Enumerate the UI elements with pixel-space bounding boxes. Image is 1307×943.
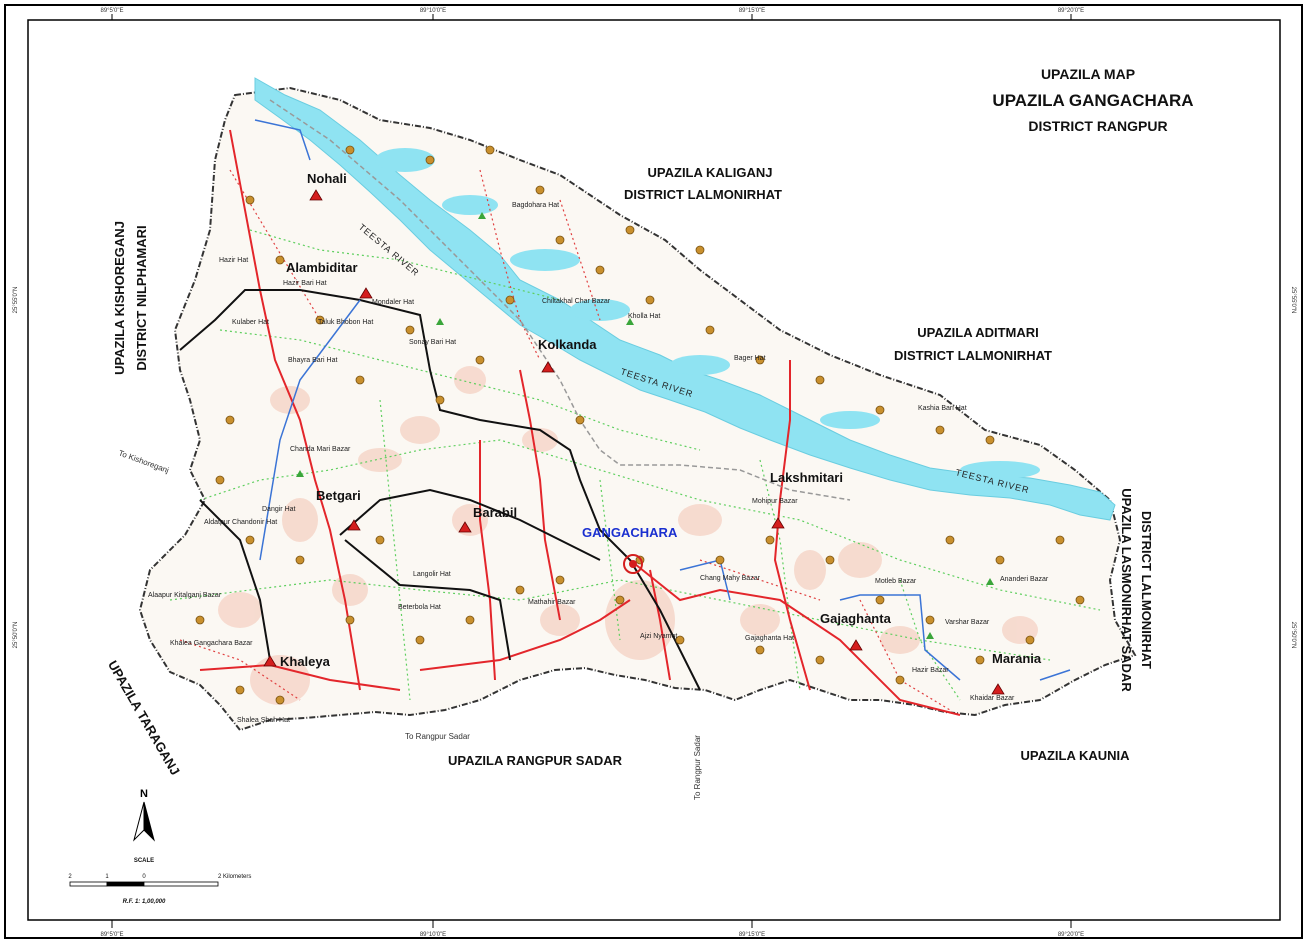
scale-title: SCALE <box>134 858 154 864</box>
rural-roads <box>169 229 1101 701</box>
market-label: Hazir Bazar <box>912 667 949 674</box>
union-lakshmitari: Lakshmitari <box>770 470 843 485</box>
grid-lat-right-1: 25°55'0"N <box>1290 287 1296 314</box>
market-label: Mohipur Bazar <box>752 498 798 505</box>
scale-tick-end: 2 Kilometers <box>218 874 251 880</box>
adj-aditmari-line1: UPAZILA ADITMARI <box>917 325 1039 340</box>
map-title-line1: UPAZILA MAP <box>1041 66 1135 82</box>
grid-lat-left-2: 25°50'0"N <box>13 622 19 649</box>
upazila-hq-gangachara: GANGACHARA <box>582 525 678 540</box>
market-label: Dangir Hat <box>262 506 296 513</box>
union-barabil: Barabil <box>473 505 517 520</box>
highways <box>179 289 701 691</box>
market-label: Motleb Bazar <box>875 578 917 585</box>
union-nohali: Nohali <box>307 171 347 186</box>
market-label: Bhayra Bari Hat <box>288 357 337 364</box>
union-kolkanda: Kolkanda <box>538 337 597 352</box>
adj-lalmonirhat-line1: UPAZILA LASMONIRHAT SADAR <box>1119 488 1134 692</box>
market-label: Ajzi Nyamot <box>640 633 677 640</box>
grid-bottom-1: 89°5'0"E <box>100 932 123 938</box>
market-label: Hazir Bari Hat <box>283 280 327 287</box>
market-label: Aldatpur Chandonir Hat <box>204 519 277 526</box>
adj-kaliganj-line1: UPAZILA KALIGANJ <box>648 165 773 180</box>
upazila-hq-symbol <box>623 554 643 574</box>
market-label: Bagdohara Hat <box>512 202 559 209</box>
grid-top-3: 89°15'0"E <box>739 8 765 14</box>
scale-tick-1: 1 <box>105 874 109 880</box>
market-label: Chiltakhal Char Bazar <box>542 298 611 305</box>
market-label: Kashia Bari Hat <box>918 405 967 412</box>
adj-rangpur-sadar: UPAZILA RANGPUR SADAR <box>448 753 623 768</box>
market-label: Khaidar Bazar <box>970 695 1015 702</box>
map-title-line2: UPAZILA GANGACHARA <box>992 91 1193 110</box>
scale-bar: SCALE 2 1 0 2 Kilometers R.F. 1: 1,00,00… <box>68 858 251 905</box>
adj-kishoreganj-label: UPAZILA KISHOREGANJ DISTRICT NILPHAMARI <box>112 221 149 375</box>
scale-tick-2: 2 <box>68 874 72 880</box>
adj-aditmari-line2: DISTRICT LALMONIRHAT <box>894 348 1052 363</box>
market-label: Beterbola Hat <box>398 604 441 611</box>
market-label: Chanda Mari Bazar <box>290 446 351 453</box>
market-label: Hazir Hat <box>219 257 248 264</box>
market-label: Langolir Hat <box>413 571 451 578</box>
union-betgari: Betgari <box>316 488 361 503</box>
market-label: Mondaler Hat <box>372 299 414 306</box>
market-label: Gajaghanta Hat <box>745 635 794 642</box>
paved-roads <box>199 129 961 716</box>
market-label: Sonay Bari Hat <box>409 339 456 346</box>
scale-ratio: R.F. 1: 1,00,000 <box>123 899 166 905</box>
scale-tick-0: 0 <box>142 874 146 880</box>
market-label: Bager Hat <box>734 355 766 362</box>
market-label: Varshar Bazar <box>945 619 990 626</box>
market-labels: Bagdohara Hat Chiltakhal Char Bazar Khol… <box>148 202 1049 724</box>
upazila-boundary <box>138 86 1137 732</box>
adj-kishoreganj-line2: DISTRICT NILPHAMARI <box>134 225 149 370</box>
north-label: N <box>140 788 148 800</box>
market-symbols <box>195 145 1085 705</box>
adj-kaliganj-line2: DISTRICT LALMONIRHAT <box>624 187 782 202</box>
north-arrow: N <box>133 788 155 842</box>
union-alambiditar: Alambiditar <box>286 260 358 275</box>
adj-kaunia: UPAZILA KAUNIA <box>1020 748 1130 763</box>
grid-top-2: 89°10'0"E <box>420 8 446 14</box>
union-marania: Marania <box>992 651 1042 666</box>
dotted-red-roads <box>179 169 951 711</box>
road-to-rangpur-sadar-2: To Rangpur Sadar <box>693 735 702 800</box>
grid-bottom-4: 89°20'0"E <box>1058 932 1084 938</box>
market-label: Mathahir Bazar <box>528 599 576 606</box>
market-label: Taluk Bhobon Hat <box>318 319 373 326</box>
river-chars <box>375 148 1040 479</box>
teesta-river <box>254 77 1116 521</box>
union-gajaghanta: Gajaghanta <box>820 611 892 626</box>
adj-lalmonirhat-line2: DISTRICT LALMONIRHAT <box>1139 511 1154 669</box>
grid-lat-right-2: 25°50'0"N <box>1290 622 1296 649</box>
grid-lat-left-1: 25°55'0"N <box>13 287 19 314</box>
market-label: Ananderi Bazar <box>1000 576 1049 583</box>
market-label: Shalea Shah Hat <box>237 717 290 724</box>
grid-top-1: 89°5'0"E <box>100 8 123 14</box>
adj-lalmonirhat-label: UPAZILA LASMONIRHAT SADAR DISTRICT LALMO… <box>1119 488 1154 692</box>
green-markers <box>296 212 994 639</box>
grid-top-4: 89°20'0"E <box>1058 8 1084 14</box>
market-label: Kulaber Hat <box>232 319 269 326</box>
market-label: Kholla Hat <box>628 313 660 320</box>
map-title-line3: DISTRICT RANGPUR <box>1028 118 1167 134</box>
grid-bottom-3: 89°15'0"E <box>739 932 765 938</box>
market-label: Alaapur Kitalganj Bazar <box>148 592 222 599</box>
market-label: Chang Mahy Bazar <box>700 575 761 582</box>
road-to-rangpur-sadar-1: To Rangpur Sadar <box>405 732 470 741</box>
grid-bottom-2: 89°10'0"E <box>420 932 446 938</box>
union-hq-symbols <box>263 189 1005 695</box>
adj-kishoreganj-line1: UPAZILA KISHOREGANJ <box>112 221 127 375</box>
union-khaleya: Khaleya <box>280 654 331 669</box>
market-label: Khalea Gangachara Bazar <box>170 640 253 647</box>
